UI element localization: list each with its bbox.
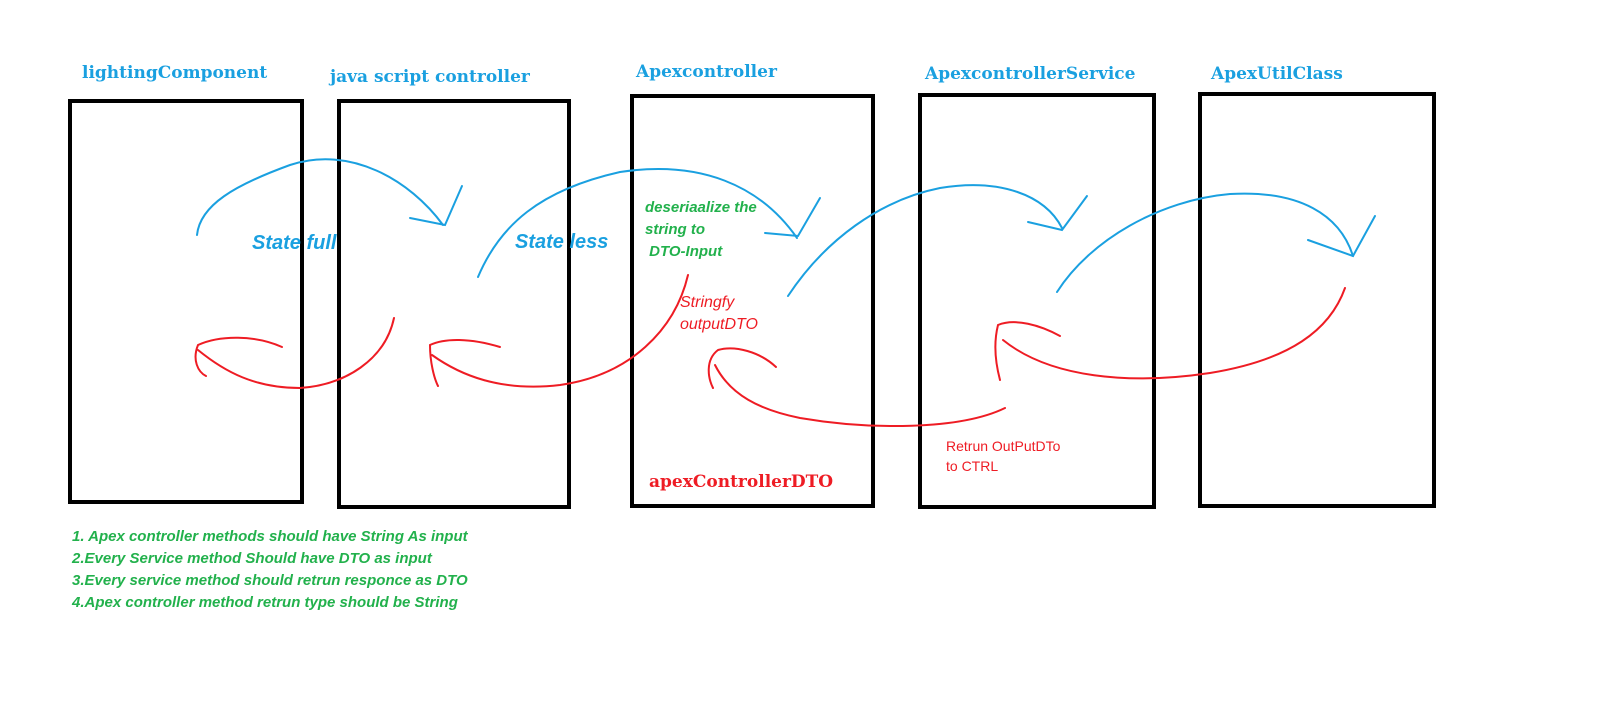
deserialize-note-line-3: DTO-Input (645, 243, 723, 260)
request-arrowhead-4 (1307, 215, 1376, 258)
request-arrow-1 (196, 158, 444, 236)
box-title-apex-util-class: ApexUtilClass (1210, 64, 1343, 84)
request-arrowhead-2 (764, 197, 821, 238)
return-dto-note-line-2: to CTRL (946, 458, 998, 474)
response-arrow-3 (714, 364, 1006, 427)
box-apex-controller (630, 94, 875, 508)
response-arrow-2 (431, 274, 689, 388)
response-arrowhead-1 (194, 336, 283, 377)
response-arrowhead-2 (428, 338, 501, 387)
response-arrows (194, 274, 1346, 427)
apex-controller-dto-label: apexControllerDTO (649, 472, 833, 492)
return-dto-note-line-1: Retrun OutPutDTo (946, 438, 1061, 454)
box-title-javascript-controller: java script controller (328, 67, 531, 87)
stringify-note-line-1: Stringfy (680, 294, 735, 311)
box-title-lighting-component: lightingComponent (82, 63, 267, 83)
request-arrowhead-3 (1027, 195, 1088, 232)
response-arrow-4 (1002, 287, 1346, 380)
rules-list: 1. Apex controller methods should have S… (71, 528, 469, 611)
rule-item: 1. Apex controller methods should have S… (72, 528, 469, 545)
box-lighting-component (68, 99, 304, 504)
box-apex-controller-service (918, 93, 1156, 509)
stringify-note-line-2: outputDTO (680, 316, 758, 333)
request-arrow-3 (787, 184, 1063, 297)
rule-item: 3.Every service method should retrun res… (72, 572, 468, 589)
deserialize-note-line-1: deseriaalize the (645, 199, 757, 216)
response-arrowhead-4 (994, 321, 1061, 381)
rule-item: 2.Every Service method Should have DTO a… (71, 550, 433, 567)
box-title-apex-controller: Apexcontroller (635, 62, 778, 82)
box-title-apex-controller-service: ApexcontrollerService (924, 64, 1136, 84)
box-javascript-controller (337, 99, 571, 509)
request-arrow-2 (477, 168, 798, 278)
deserialize-note-line-2: string to (645, 221, 705, 238)
response-arrow-1 (197, 317, 395, 390)
request-arrowhead-1 (409, 185, 463, 227)
state-less-label: State less (515, 231, 608, 253)
rule-item: 4.Apex controller method retrun type sho… (71, 594, 458, 611)
response-arrowhead-3 (707, 347, 777, 389)
request-arrow-4 (1056, 192, 1354, 293)
request-arrows (196, 158, 1376, 297)
box-apex-util-class (1198, 92, 1436, 508)
state-full-label: State full (252, 232, 337, 254)
